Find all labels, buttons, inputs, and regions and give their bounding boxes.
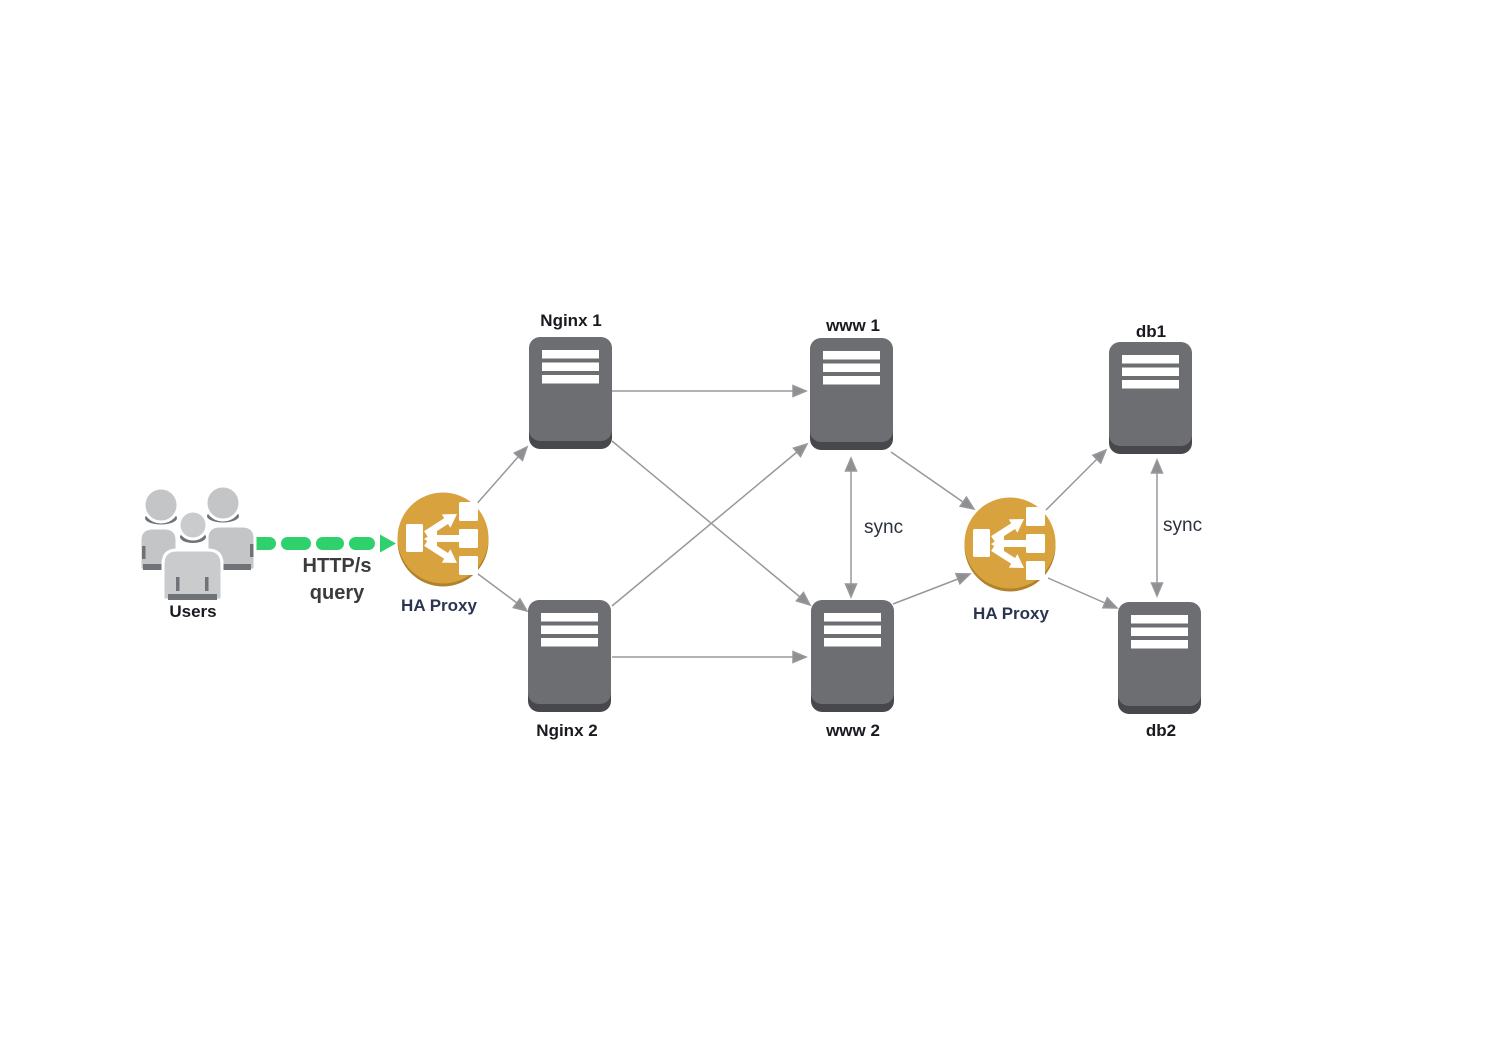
edge-db1-db2-sync xyxy=(1150,458,1164,598)
haproxy1-label: HA Proxy xyxy=(401,596,477,615)
edge-nginx2-www2 xyxy=(612,650,808,664)
edge-nginx2-www1 xyxy=(611,442,809,607)
edge-haproxy2-db1 xyxy=(1045,448,1108,511)
http-query-arrow xyxy=(246,534,396,553)
www2-server-icon xyxy=(811,600,894,712)
nginx1-server-icon xyxy=(529,337,612,449)
edge-nginx1-www2 xyxy=(611,440,812,607)
haproxy2-load-balancer-icon xyxy=(960,494,1060,594)
db1-server-icon xyxy=(1109,342,1192,454)
haproxy2-label: HA Proxy xyxy=(973,604,1049,623)
edge-haproxy2-db2 xyxy=(1047,577,1119,609)
www1-server-icon xyxy=(810,338,893,450)
nginx2-server-icon xyxy=(528,600,611,712)
www1-label: www 1 xyxy=(826,316,880,335)
sync-www-label: sync xyxy=(864,517,904,538)
edge-www2-haproxy2 xyxy=(892,572,972,605)
sync-db-label: sync xyxy=(1163,515,1203,536)
haproxy1-load-balancer-icon xyxy=(393,489,493,589)
edge-haproxy1-nginx2 xyxy=(473,570,529,613)
nginx2-label: Nginx 2 xyxy=(536,721,598,740)
edge-www1-www2-sync xyxy=(844,456,858,599)
edge-haproxy1-nginx1 xyxy=(473,445,529,508)
users-icon xyxy=(139,482,257,604)
http-query-label-line2: query xyxy=(309,582,365,604)
www2-label: www 2 xyxy=(826,721,880,740)
users-label: Users xyxy=(169,602,217,621)
edge-www1-haproxy2 xyxy=(890,451,976,511)
db2-label: db2 xyxy=(1145,721,1177,740)
db2-server-icon xyxy=(1118,602,1201,714)
db1-label: db1 xyxy=(1135,322,1167,341)
edge-nginx1-www1 xyxy=(612,384,808,398)
http-query-label-line1: HTTP/s xyxy=(302,555,372,577)
nginx1-label: Nginx 1 xyxy=(540,311,602,330)
